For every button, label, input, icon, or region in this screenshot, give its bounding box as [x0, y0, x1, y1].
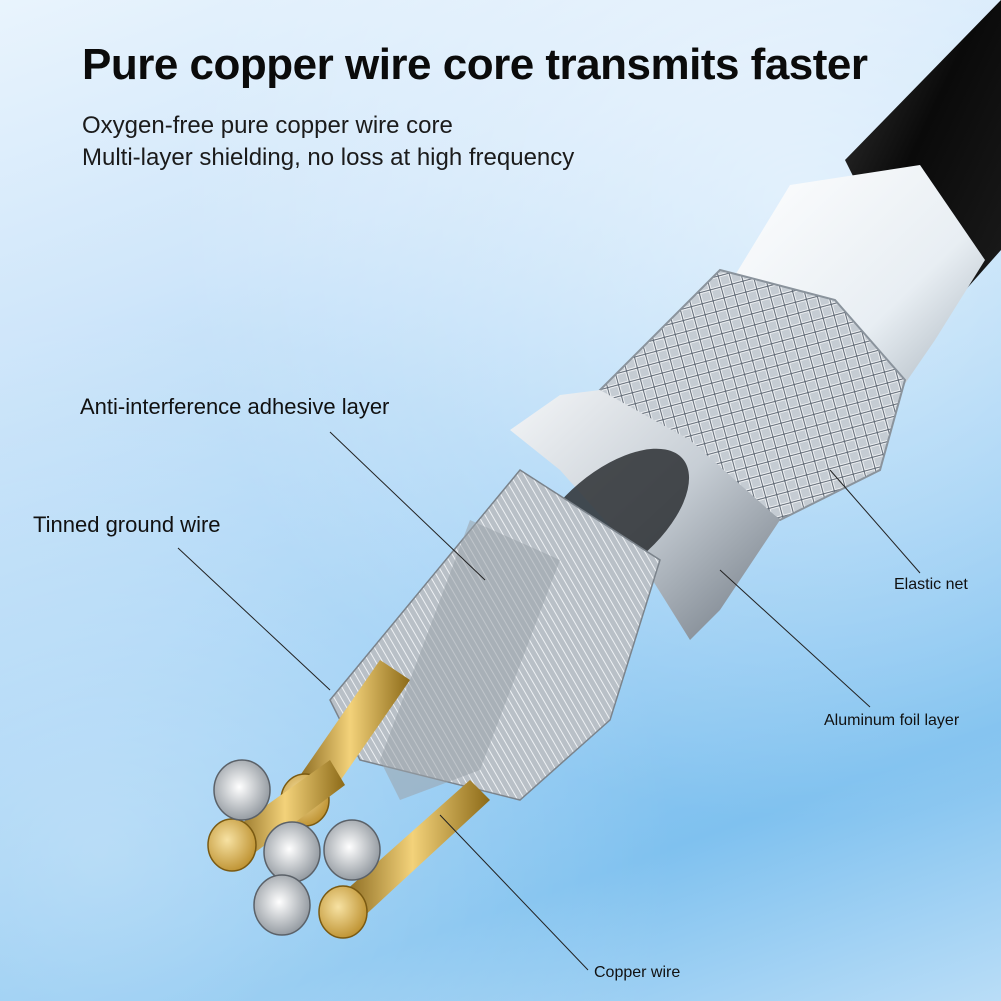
- headline: Pure copper wire core transmits faster: [82, 40, 868, 89]
- subtitle-line-1: Oxygen-free pure copper wire core: [82, 112, 453, 139]
- callout-foil-layer: Aluminum foil layer: [824, 712, 960, 729]
- callout-ground-wire: Tinned ground wire: [33, 512, 221, 537]
- callout-adhesive-layer: Anti-interference adhesive layer: [80, 394, 390, 419]
- callout-elastic-net: Elastic net: [894, 576, 968, 593]
- subtitle-line-2: Multi-layer shielding, no loss at high f…: [82, 144, 575, 171]
- callout-copper-wire: Copper wire: [594, 964, 681, 981]
